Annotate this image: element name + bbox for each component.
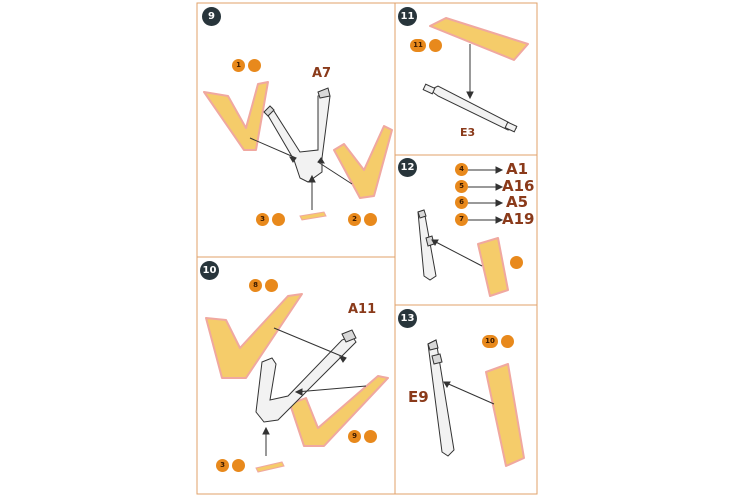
glue-icon [364, 213, 377, 226]
part-label-a11: A11 [348, 302, 377, 317]
step-chip: 5 [455, 180, 468, 193]
landing-gear-part [263, 87, 331, 183]
part-label-e3: E3 [460, 126, 476, 139]
step-9-badge: 9 [202, 7, 221, 26]
wood-veneer-part [429, 17, 529, 61]
strut-part [427, 339, 455, 457]
glue-icon [248, 59, 261, 72]
wood-veneer-part [205, 293, 303, 379]
part-label: A1 [506, 160, 529, 178]
step-chip: 3 [216, 459, 229, 472]
part-label-e9: E9 [408, 388, 429, 406]
glue-icon [232, 459, 245, 472]
step-chip: 11 [410, 39, 426, 52]
part-label-a7: A7 [312, 66, 332, 81]
part-label: A5 [506, 193, 529, 211]
wood-veneer-part [289, 375, 389, 447]
step-13-badge: 13 [398, 309, 417, 328]
landing-gear-part [255, 329, 357, 423]
wood-veneer-part [485, 363, 525, 467]
strut-part [417, 209, 437, 281]
step-chip: 8 [249, 279, 262, 292]
glue-icon [272, 213, 285, 226]
wood-veneer-part [477, 237, 509, 297]
axle-part [422, 83, 518, 133]
step-chip: 2 [348, 213, 361, 226]
wood-veneer-part [333, 125, 393, 199]
glue-icon [510, 256, 523, 269]
part-label: A16 [502, 177, 535, 195]
glue-icon [429, 39, 442, 52]
wood-veneer-part [203, 81, 269, 151]
step-chip: 4 [455, 163, 468, 176]
step-chip: 9 [348, 430, 361, 443]
glue-icon [265, 279, 278, 292]
step-chip: 1 [232, 59, 245, 72]
step-chip: 7 [455, 213, 468, 226]
step-12-badge: 12 [398, 158, 417, 177]
step-10-badge: 10 [200, 261, 219, 280]
glue-icon [501, 335, 514, 348]
part-label: A19 [502, 210, 535, 228]
panel-13-frame [394, 304, 538, 495]
wood-veneer-part [299, 211, 327, 221]
wood-veneer-part [255, 461, 285, 473]
step-chip: 10 [482, 335, 498, 348]
step-chip: 6 [455, 196, 468, 209]
glue-icon [364, 430, 377, 443]
step-11-badge: 11 [398, 7, 417, 26]
step-chip: 3 [256, 213, 269, 226]
